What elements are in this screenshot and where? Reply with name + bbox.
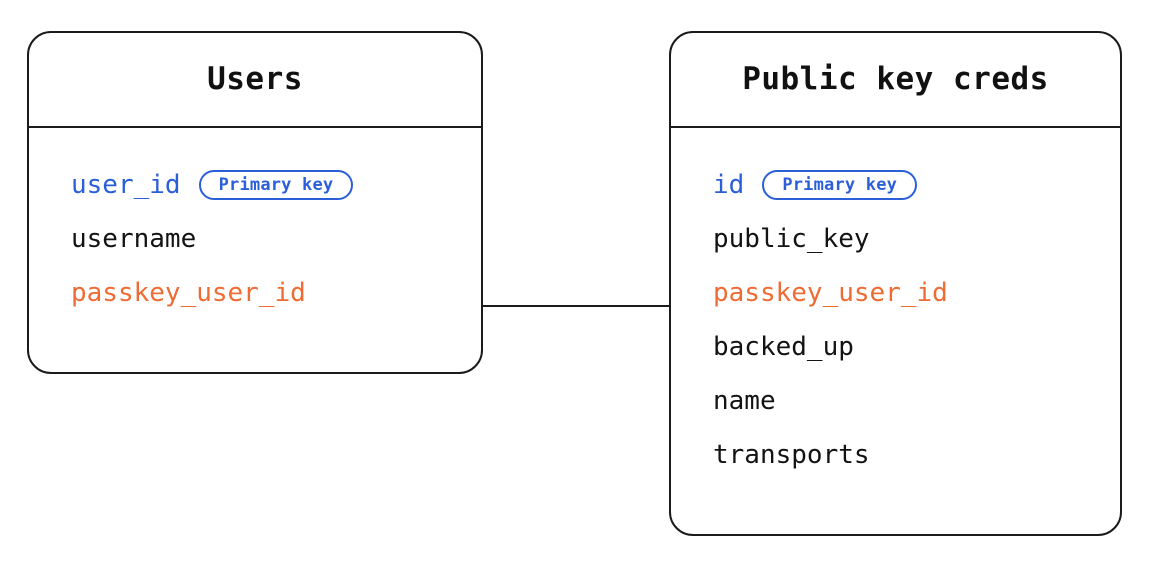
field-row-public-key[interactable]: public_key (671, 212, 1120, 266)
primary-key-badge-label: Primary key (218, 174, 334, 195)
primary-key-badge: Primary key (198, 170, 354, 200)
entity-public-key-creds[interactable]: Public key creds id Primary key public_k… (669, 31, 1122, 536)
field-row-backed-up[interactable]: backed_up (671, 320, 1120, 374)
field-row-transports[interactable]: transports (671, 428, 1120, 482)
field-row-username[interactable]: username (29, 212, 481, 266)
field-name-passkey-user-id: passkey_user_id (71, 278, 306, 308)
primary-key-badge-label: Primary key (782, 174, 898, 195)
entity-public-key-creds-title: Public key creds (742, 61, 1049, 97)
field-row-id[interactable]: id Primary key (671, 158, 1120, 212)
entity-users-header: Users (29, 33, 481, 128)
field-row-passkey-user-id[interactable]: passkey_user_id (29, 266, 481, 320)
field-name-public-key: public_key (713, 224, 870, 254)
relationship-connector-users-to-creds (481, 305, 671, 308)
field-name-username: username (71, 224, 197, 254)
field-name-backed-up: backed_up (713, 332, 854, 362)
field-name-transports: transports (713, 440, 870, 470)
entity-users[interactable]: Users user_id Primary key username passk… (27, 31, 483, 374)
primary-key-badge: Primary key (762, 170, 918, 200)
field-row-passkey-user-id[interactable]: passkey_user_id (671, 266, 1120, 320)
entity-users-field-list: user_id Primary key username passkey_use… (29, 128, 481, 342)
entity-public-key-creds-field-list: id Primary key public_key passkey_user_i… (671, 128, 1120, 504)
field-name-passkey-user-id: passkey_user_id (713, 278, 948, 308)
field-name-id: id (713, 170, 745, 200)
field-row-name[interactable]: name (671, 374, 1120, 428)
entity-public-key-creds-header: Public key creds (671, 33, 1120, 128)
entity-users-title: Users (207, 61, 303, 97)
field-name-name: name (713, 386, 776, 416)
field-row-user-id[interactable]: user_id Primary key (29, 158, 481, 212)
field-name-user-id: user_id (71, 170, 181, 200)
